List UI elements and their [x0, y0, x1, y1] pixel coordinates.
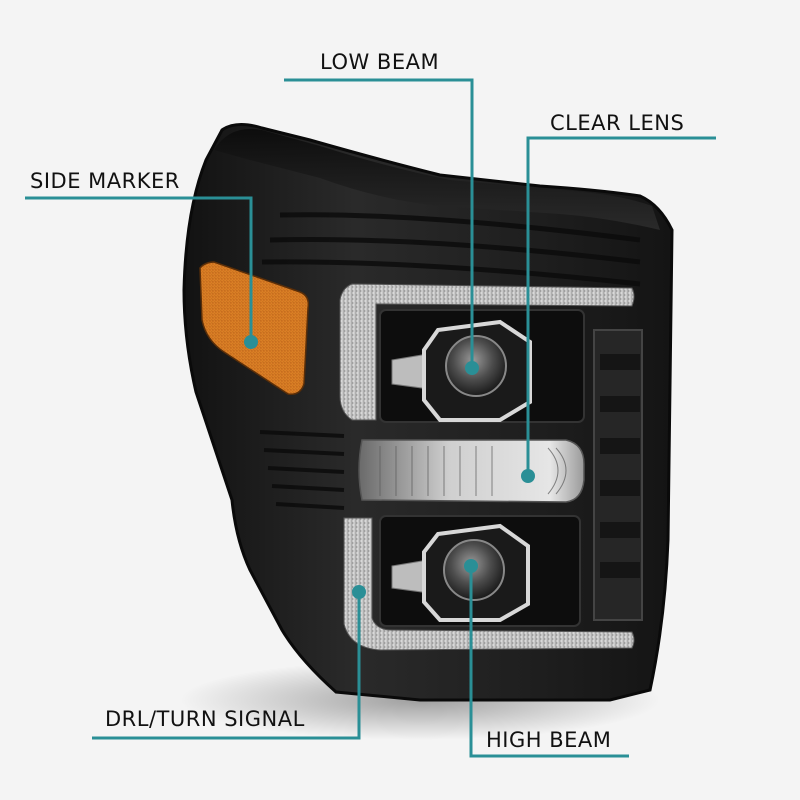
callout-lines — [25, 78, 716, 758]
label-drl-turn-signal: DRL/TURN SIGNAL — [105, 707, 305, 731]
callout-dot-drl — [352, 585, 366, 599]
callout-line-drl — [92, 592, 361, 740]
side-marker-lens — [199, 261, 310, 396]
callout-line-side-marker — [25, 196, 253, 342]
callout-dot-clear-lens — [521, 469, 535, 483]
clear-lens-bar — [358, 439, 585, 503]
callout-dot-low-beam — [465, 361, 479, 375]
top-rim — [214, 128, 660, 230]
callout-dot-high-beam — [464, 559, 478, 573]
label-high-beam: HIGH BEAM — [486, 728, 612, 752]
callout-line-clear-lens — [526, 136, 716, 476]
drl-upper-bar — [339, 283, 635, 421]
drl-lower-bar — [343, 517, 635, 651]
callout-line-low-beam — [284, 78, 474, 368]
right-fins — [593, 329, 643, 621]
callout-dots — [244, 335, 535, 599]
callout-dot-side-marker — [244, 335, 258, 349]
label-side-marker: SIDE MARKER — [30, 169, 180, 193]
callout-line-high-beam — [469, 566, 629, 758]
label-clear-lens: CLEAR LENS — [550, 111, 685, 135]
label-low-beam: LOW BEAM — [320, 50, 440, 74]
top-grooves — [261, 212, 641, 287]
lower-grooves — [259, 430, 345, 510]
clear-lens-ribs — [379, 446, 567, 496]
